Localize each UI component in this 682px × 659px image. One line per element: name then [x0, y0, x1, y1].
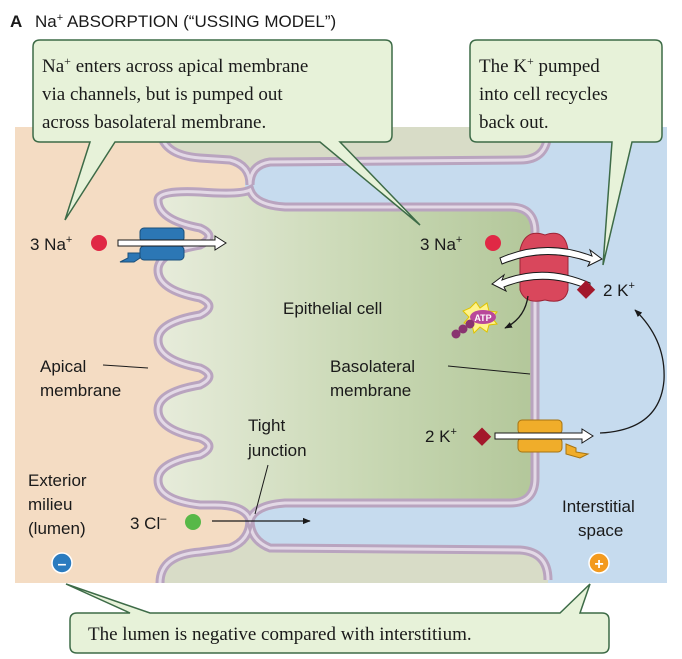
svg-text:ATP: ATP [474, 313, 491, 323]
atp-arrow [504, 295, 529, 329]
minus-badge-icon: – [51, 552, 73, 574]
na-label-apical: 3 Na+ [30, 234, 72, 254]
svg-text:–: – [58, 556, 67, 573]
plus-badge-icon: + [588, 552, 610, 574]
basolateral-membrane-label-1: Basolateral [330, 357, 415, 376]
epithelial-cell [158, 190, 535, 520]
svg-text:The K+ pumped: The K+ pumped [479, 54, 600, 77]
tight-junction-label-1: Tight [248, 416, 285, 435]
tight-junction-label-2: junction [247, 441, 307, 460]
panel-letter: A [10, 12, 22, 31]
k-ion-pump [576, 280, 596, 299]
callout-bottom: The lumen is negative compared with inte… [65, 583, 610, 654]
na-ion-apical [91, 235, 107, 251]
svg-text:via channels, but is pumped ou: via channels, but is pumped out [42, 84, 283, 105]
basolateral-membrane-leader [447, 365, 531, 375]
interstitial-label-2: space [578, 521, 623, 540]
svg-text:back out.: back out. [479, 112, 549, 133]
k-label-channel: 2 K+ [425, 426, 457, 446]
apical-membrane-label-2: membrane [40, 381, 121, 400]
svg-text:across basolateral membrane.: across basolateral membrane. [42, 112, 266, 133]
k-recycle-arrow [599, 309, 665, 434]
na-channel-icon [117, 227, 227, 263]
cl-ion [185, 514, 201, 530]
na-ion-basolateral [485, 235, 501, 251]
cl-label: 3 Cl– [130, 513, 167, 533]
epithelial-cell-label: Epithelial cell [283, 299, 382, 318]
exterior-label-2: milieu [28, 495, 72, 514]
apical-membrane-label-1: Apical [40, 357, 86, 376]
panel-title: Na+ ABSORPTION (“USSING MODEL”) [35, 12, 336, 31]
atp-icon: ATP [451, 301, 498, 339]
basolateral-membrane-label-2: membrane [330, 381, 411, 400]
na-label-basolateral: 3 Na+ [420, 234, 462, 254]
exterior-label-3: (lumen) [28, 519, 86, 538]
interstitial-label-1: Interstitial [562, 497, 635, 516]
exterior-label-1: Exterior [28, 471, 87, 490]
k-label-pump: 2 K+ [603, 280, 635, 300]
svg-text:+: + [594, 556, 603, 573]
apical-membrane-leader [102, 364, 149, 369]
k-channel-icon [494, 419, 594, 459]
na-k-pump-icon [491, 232, 603, 302]
svg-text:Na+ enters across apical membr: Na+ enters across apical membrane [42, 54, 308, 77]
callout-top-left: Na+ enters across apical membrane via ch… [32, 39, 421, 226]
k-ion-channel [472, 427, 492, 446]
tight-junction-leader [254, 464, 269, 515]
svg-text:into cell recycles: into cell recycles [479, 84, 608, 105]
svg-text:The lumen is negative compared: The lumen is negative compared with inte… [88, 624, 472, 645]
callout-top-right: The K+ pumped into cell recycles back ou… [469, 39, 663, 266]
